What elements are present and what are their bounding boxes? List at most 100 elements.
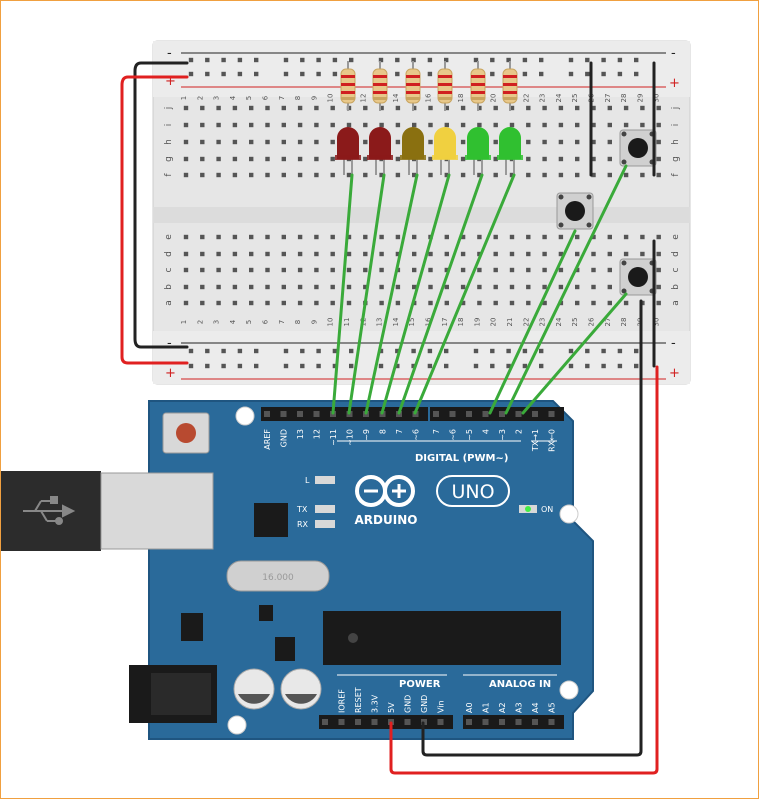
rail-hole — [237, 71, 243, 77]
bb-hole — [297, 234, 303, 240]
bb-hole — [297, 172, 303, 178]
bb-hole — [607, 122, 612, 128]
pushbutton[interactable] — [556, 192, 594, 230]
bb-row-letter: a — [164, 300, 174, 306]
bb-hole — [591, 234, 596, 240]
bb-row-letter: g — [164, 156, 174, 162]
bb-column-number: 29 — [636, 94, 644, 103]
led[interactable] — [400, 127, 426, 175]
header-pin[interactable] — [499, 411, 505, 417]
bb-hole — [460, 139, 466, 145]
bb-hole — [412, 234, 417, 240]
header-pin[interactable] — [433, 411, 439, 417]
rail-hole — [332, 57, 338, 63]
bb-hole — [558, 251, 564, 257]
bb-row-letter: a — [671, 300, 681, 306]
header-pin[interactable] — [466, 719, 472, 725]
bb-hole — [379, 284, 384, 290]
header-pin[interactable] — [338, 719, 345, 725]
bb-hole — [493, 267, 498, 273]
bb-column-number: 25 — [571, 94, 579, 103]
resistor[interactable] — [437, 61, 453, 111]
header-pin[interactable] — [548, 411, 555, 417]
rail-hole — [427, 71, 433, 77]
bb-hole — [460, 156, 466, 162]
header-pin[interactable] — [404, 719, 411, 725]
pin-label: 4 — [482, 429, 491, 434]
bb-hole — [444, 234, 449, 240]
header-pin[interactable] — [355, 719, 361, 725]
rail-hole — [300, 57, 305, 63]
rail-hole — [411, 363, 416, 369]
bb-hole — [395, 251, 401, 257]
bb-column-number: 28 — [620, 94, 628, 103]
header-pin[interactable] — [449, 411, 456, 417]
resistor[interactable] — [372, 61, 388, 111]
header-pin[interactable] — [297, 411, 303, 417]
rail-hole — [188, 57, 194, 63]
resistor[interactable] — [405, 61, 421, 111]
header-pin[interactable] — [371, 719, 378, 725]
bb-hole — [623, 234, 629, 240]
rail-hole — [601, 71, 606, 77]
bb-hole — [363, 139, 368, 145]
header-pin[interactable] — [515, 719, 522, 725]
rail-hole — [395, 363, 400, 369]
label-l: L — [305, 476, 310, 485]
led[interactable] — [465, 127, 491, 175]
led[interactable] — [497, 127, 523, 175]
header-pin[interactable] — [515, 411, 522, 417]
wire — [133, 61, 189, 349]
bb-hole — [363, 267, 368, 273]
label-tx: TX — [296, 505, 308, 514]
bb-row-letter: j — [164, 107, 174, 111]
bb-hole — [656, 105, 661, 111]
bb-hole — [183, 284, 189, 290]
resistor[interactable] — [502, 61, 518, 111]
bb-hole — [575, 105, 580, 111]
bb-hole — [509, 172, 515, 178]
rail-hole — [205, 71, 210, 77]
capacitor-1-mark — [238, 694, 270, 704]
capacitor-2-mark — [285, 694, 317, 704]
rail-hole — [221, 348, 226, 354]
wire — [120, 75, 189, 365]
header-pin[interactable] — [280, 411, 287, 417]
header-pin[interactable] — [264, 411, 270, 417]
bb-hole — [591, 105, 596, 111]
bb-hole — [200, 122, 205, 128]
arduino-brand: ARDUINO — [355, 513, 418, 527]
resistor[interactable] — [470, 61, 486, 111]
rail-hole — [188, 363, 194, 369]
header-pin[interactable] — [313, 411, 320, 417]
led[interactable] — [335, 127, 361, 175]
bb-hole — [216, 251, 221, 257]
header-pin[interactable] — [482, 411, 489, 417]
resistor[interactable] — [340, 61, 356, 111]
header-pin[interactable] — [466, 411, 472, 417]
bb-column-number: 2 — [196, 96, 204, 100]
pushbutton[interactable] — [619, 258, 657, 296]
bb-hole — [216, 284, 221, 290]
bb-column-number: 3 — [213, 320, 221, 324]
header-pin[interactable] — [532, 719, 538, 725]
bb-hole — [542, 122, 547, 128]
led[interactable] — [432, 127, 458, 175]
bb-hole — [591, 156, 596, 162]
wire — [347, 173, 386, 415]
bb-hole — [232, 172, 238, 178]
header-pin[interactable] — [532, 411, 538, 417]
header-pin[interactable] — [437, 719, 444, 725]
header-pin[interactable] — [548, 719, 555, 725]
header-pin[interactable] — [499, 719, 505, 725]
led[interactable] — [367, 127, 393, 175]
bb-hole — [281, 267, 286, 273]
bb-hole — [281, 234, 286, 240]
header-pin[interactable] — [482, 719, 489, 725]
header-pin[interactable] — [322, 719, 328, 725]
bb-hole — [412, 267, 417, 273]
pushbutton[interactable] — [619, 129, 657, 167]
reset-button[interactable] — [176, 423, 196, 443]
bb-hole — [623, 172, 629, 178]
